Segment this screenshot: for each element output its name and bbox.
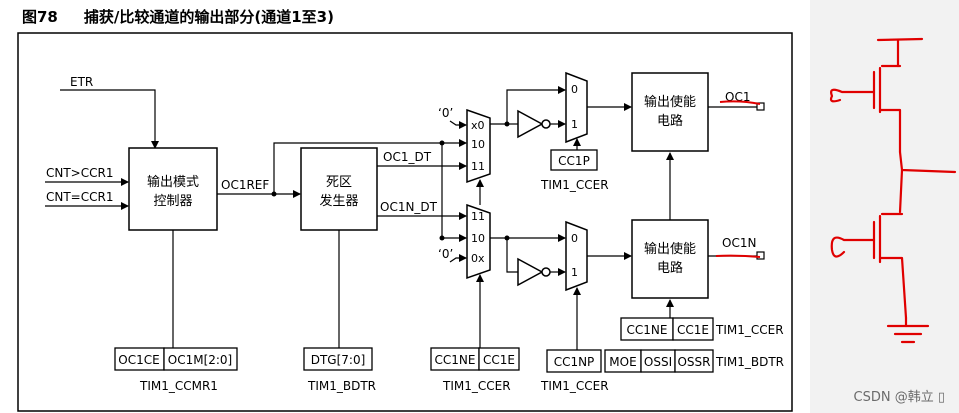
- top-sel-1: 1: [571, 118, 578, 131]
- dtg-field-box: [303, 347, 373, 371]
- enable-top-line2: 电路: [657, 113, 683, 129]
- cc1np-field: CC1NP: [554, 355, 595, 369]
- top-gate-lead: [829, 88, 876, 103]
- cc1np-register: [546, 349, 602, 373]
- oc1ref-bypass-line: [273, 139, 467, 194]
- cc1p-register: [550, 149, 598, 171]
- bottom-3in-mux: [466, 203, 491, 280]
- deadtime-generator-block: [300, 147, 378, 231]
- output-mode-line1: 输出模式: [147, 174, 199, 190]
- ccmr1-oc1ce-field: OC1CE: [118, 353, 159, 367]
- oc1n-red-mark: [715, 254, 761, 258]
- bottom-inverter: [517, 257, 544, 287]
- output-mode-controller-block: [128, 147, 218, 231]
- figure-caption: 捕获/比较通道的输出部分(通道1至3): [83, 8, 334, 26]
- enable-top-line1: 输出使能: [644, 94, 696, 110]
- ccmr1-oc1m-field-box: [163, 347, 238, 371]
- zero-bottom-label: ‘0’: [438, 247, 453, 261]
- dtg-register-name: TIM1_BDTR: [307, 379, 376, 393]
- oc1ref-label: OC1REF: [221, 178, 269, 192]
- top-2in-mux: [565, 71, 588, 144]
- ccmr1-oc1m-field: OC1M[2:0]: [168, 353, 233, 367]
- bdtr-ossr-field: OSSR: [677, 355, 710, 369]
- vdd-rail: [876, 37, 924, 42]
- cc1p-register-name: TIM1_CCER: [540, 178, 609, 192]
- ccer-mux-cc1e-box: [478, 347, 520, 371]
- bdtr-ossi-field: OSSI: [644, 355, 672, 369]
- ccer-en-cc1e-field: CC1E: [677, 323, 709, 337]
- output-mode-line2: 控制器: [153, 194, 192, 209]
- top-inverter: [517, 109, 544, 139]
- bottom-inverter-bubble: [541, 267, 551, 277]
- annotation-panel: [810, 0, 959, 413]
- bottom-mux-in-0x: 0x: [471, 252, 485, 265]
- top-mux-in-10: 10: [471, 138, 485, 151]
- zero-bottom-line: [449, 254, 467, 263]
- ccer-mux-cc1e-field: CC1E: [483, 353, 515, 367]
- oc1n-pin: [756, 251, 765, 260]
- bottom-to-inverter: [506, 238, 518, 273]
- figure-number: 图78: [22, 8, 58, 26]
- figure-title: 图78 捕获/比较通道的输出部分(通道1至3): [22, 6, 334, 27]
- dtg-field: DTG[7:0]: [311, 353, 366, 367]
- oc1-pin: [756, 102, 765, 111]
- enable-bottom-line1: 输出使能: [644, 241, 696, 257]
- deadtime-line2: 发生器: [319, 193, 358, 209]
- enable-circuit-top: [631, 72, 709, 152]
- bottom-mux-in-11: 11: [471, 210, 485, 223]
- ref-to-bottom-mux: [441, 143, 467, 242]
- top-bypass-line: [506, 86, 566, 124]
- bottom-source-lead: [878, 256, 908, 320]
- zero-top-line: [449, 120, 467, 129]
- bdtr-ossr-box: [674, 349, 714, 373]
- ccer-en-register-name: TIM1_CCER: [715, 323, 784, 337]
- cnt-gt-label: CNT>CCR1: [46, 166, 113, 180]
- bottom-sel-0: 0: [571, 232, 578, 245]
- bottom-mux-in-10: 10: [471, 232, 485, 245]
- watermark: CSDN @韩立 ▯: [853, 390, 945, 405]
- ccmr1-register-name: TIM1_CCMR1: [139, 379, 218, 393]
- bottom-sel-1: 1: [571, 266, 578, 279]
- ccer-mux-cc1ne-field: CC1NE: [435, 353, 476, 367]
- ccer-en-cc1e-box: [672, 317, 714, 341]
- etr-label: ETR: [70, 75, 93, 89]
- hand-drawn-mosfet-sketch: [829, 37, 957, 344]
- top-sel-0: 0: [571, 83, 578, 96]
- oc1-red-mark: [719, 100, 761, 105]
- zero-top-label: ‘0’: [438, 106, 453, 120]
- enable-bottom-line2: 电路: [657, 260, 683, 276]
- mid-to-bottom: [898, 168, 904, 214]
- bottom-gate-lead: [830, 236, 876, 258]
- cnt-eq-label: CNT=CCR1: [46, 190, 113, 204]
- etr-line: [60, 89, 159, 149]
- oc1n-label: OC1N: [722, 236, 756, 250]
- output-node-line: [898, 150, 957, 174]
- deadtime-line1: 死区: [326, 175, 352, 190]
- bdtr-moe-field: MOE: [609, 355, 636, 369]
- ccer-en-cc1ne-field: CC1NE: [627, 323, 668, 337]
- bottom-2in-mux: [565, 220, 588, 292]
- top-source-lead: [878, 108, 902, 154]
- block-diagram: ETR CNT>CCR1 CNT=CCR1 输出模式 控制器 OC1REF 死区…: [17, 32, 793, 412]
- cc1np-register-name: TIM1_CCER: [540, 379, 609, 393]
- oc1-dt-label: OC1_DT: [383, 150, 432, 164]
- top-mux-in-11: 11: [471, 160, 485, 173]
- ccer-mux-register-name: TIM1_CCER: [442, 379, 511, 393]
- datasheet-figure: 图78 捕获/比较通道的输出部分(通道1至3) ETR CNT>CCR1 CNT=…: [17, 6, 793, 412]
- cc1p-field: CC1P: [558, 154, 590, 168]
- enable-circuit-bottom: [631, 219, 709, 299]
- diagram-frame: [17, 32, 793, 412]
- bdtr-en-register-name: TIM1_BDTR: [715, 355, 784, 369]
- oc1n-dt-label: OC1N_DT: [380, 200, 438, 214]
- top-3in-mux: [466, 108, 491, 184]
- top-inverter-bubble: [541, 119, 551, 129]
- top-mux-in-x0: x0: [471, 119, 485, 132]
